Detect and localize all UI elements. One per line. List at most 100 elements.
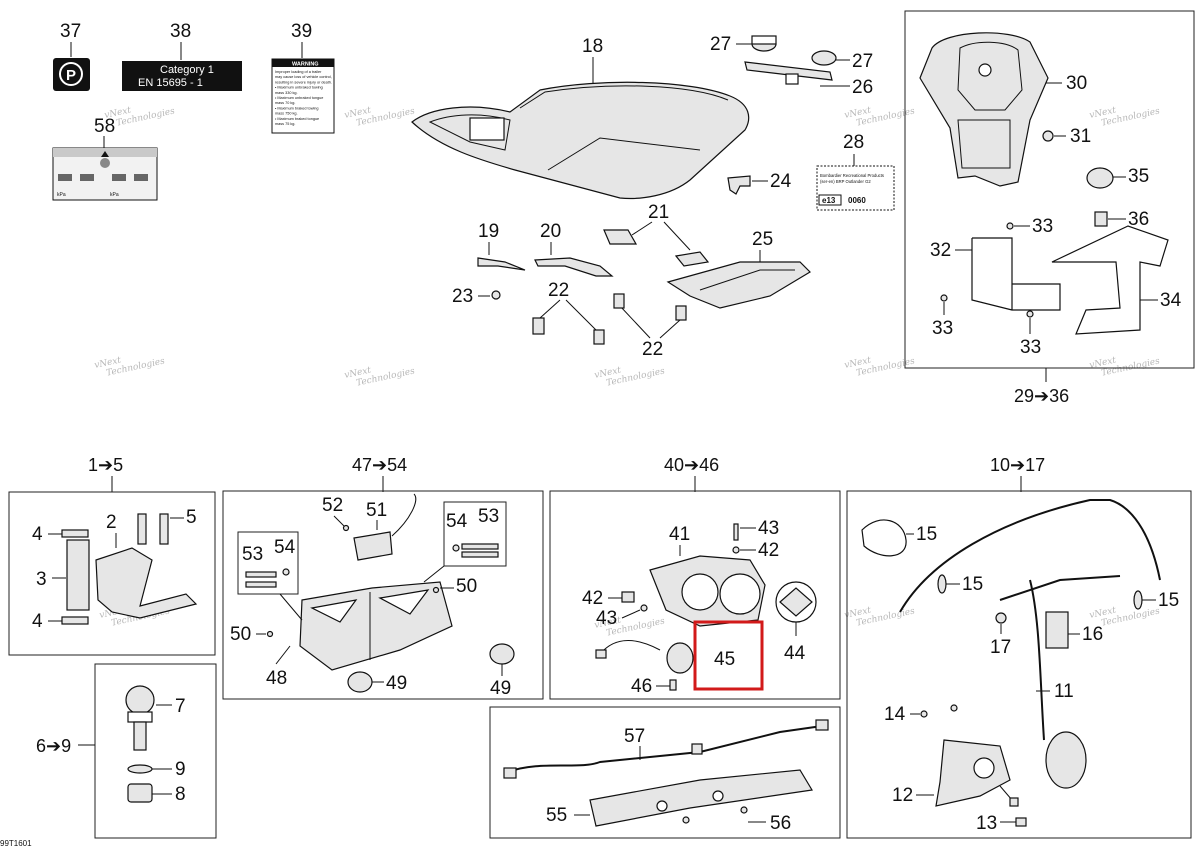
svg-text:44: 44: [784, 643, 806, 664]
part-9-washer: 9: [127, 759, 186, 780]
part-5-bolts: 5: [137, 507, 197, 545]
drawing-id: 99T1601: [0, 839, 32, 848]
part-38-category-decal: 38 Category 1 EN 15695 - 1: [122, 21, 242, 91]
group-1-5-box: 1➔5: [8, 455, 216, 656]
part-41-headlamp-housing: 41: [649, 524, 766, 627]
part-12-bracket: 12: [892, 739, 1011, 807]
svg-text:5: 5: [186, 507, 197, 528]
svg-text:19: 19: [478, 221, 499, 242]
warning-line: mass 330 kg.: [275, 91, 298, 95]
part-36-spacer: 36: [1094, 209, 1149, 230]
svg-text:10➔17: 10➔17: [990, 455, 1045, 475]
part-39-warning-decal: 39 WARNING Improper loading of a trailer…: [271, 21, 335, 134]
part-22-spacers: 22 22: [532, 280, 687, 360]
part-2-hitch-bracket: 2: [95, 512, 198, 619]
svg-text:47➔54: 47➔54: [352, 455, 407, 475]
part-37-parking-decal: 37 P: [53, 21, 90, 91]
svg-text:kPa: kPa: [110, 192, 119, 198]
group-55-57-box: [489, 706, 841, 839]
group-47-54-box: 47➔54: [222, 455, 544, 700]
svg-text:42: 42: [582, 588, 603, 609]
svg-text:46: 46: [631, 676, 652, 697]
svg-text:50: 50: [230, 624, 251, 645]
part-52-screw: 52: [322, 495, 350, 532]
svg-text:11: 11: [1054, 681, 1074, 702]
svg-text:2: 2: [106, 512, 117, 533]
part-25-heat-shield: 25: [666, 229, 811, 309]
part-34-support: 34: [1051, 225, 1182, 335]
svg-text:43: 43: [758, 518, 779, 539]
part-7-hitch-ball: 7: [125, 685, 186, 751]
part-42-fasteners: 42 42: [582, 540, 779, 609]
svg-text:0060: 0060: [848, 196, 866, 205]
svg-text:56: 56: [770, 813, 791, 834]
part-15-clips: 15 15 15: [861, 519, 1179, 611]
svg-text:45: 45: [714, 649, 735, 670]
highlight-box: [693, 620, 764, 691]
part-56-screw: 56: [682, 806, 791, 834]
svg-text:50: 50: [456, 576, 477, 597]
part-28-brp-decal: 28 Bombardier Recreational Products (ser…: [816, 132, 895, 211]
svg-text:24: 24: [770, 171, 792, 192]
svg-text:kPa: kPa: [57, 192, 66, 198]
part-17-nut: 17: [990, 612, 1011, 658]
svg-text:30: 30: [1066, 73, 1087, 94]
part-46-screw: 46: [631, 676, 677, 697]
svg-text:15: 15: [916, 524, 937, 545]
svg-text:53: 53: [478, 506, 499, 527]
part-58-tire-pressure-decal: 58 kPa kPa: [52, 116, 158, 201]
part-48-license-bracket: 48: [266, 581, 453, 689]
svg-text:4: 4: [32, 524, 43, 545]
part-24-clip: 24: [727, 171, 792, 195]
svg-text:e13: e13: [822, 196, 836, 205]
svg-text:55: 55: [546, 805, 567, 826]
group-10-17-box: 10➔17: [846, 455, 1192, 839]
svg-text:54: 54: [446, 511, 468, 532]
svg-text:Category 1: Category 1: [160, 64, 214, 76]
part-8-nut: 8: [127, 783, 186, 805]
part-4-bolts: 4 4: [32, 524, 89, 632]
svg-text:33: 33: [1032, 216, 1053, 237]
group-6-9-box: 6➔9: [36, 663, 217, 839]
warning-line: mass 75 kg.: [275, 122, 295, 126]
part-35-knob: 35: [1086, 166, 1149, 189]
svg-text:(ser-en) BRP Outlander G2: (ser-en) BRP Outlander G2: [820, 179, 871, 184]
svg-text:41: 41: [669, 524, 690, 545]
svg-text:3: 3: [36, 569, 47, 590]
svg-text:12: 12: [892, 785, 913, 806]
part-43-screws: 43 43: [596, 518, 779, 629]
part-13-bolts: 13: [976, 785, 1027, 834]
part-49-reflectors: 49 49: [347, 643, 515, 699]
part-11-harness: 11: [899, 499, 1161, 789]
part-3-tube: 3: [36, 539, 90, 611]
svg-text:15: 15: [1158, 590, 1179, 611]
svg-text:13: 13: [976, 813, 997, 834]
part-57-harness: 57: [503, 719, 829, 779]
part-33-fasteners: 33 33 33: [932, 216, 1053, 358]
svg-text:34: 34: [1160, 290, 1182, 311]
svg-text:27: 27: [852, 51, 873, 72]
svg-text:21: 21: [648, 202, 669, 223]
part-16-module: 16: [1045, 611, 1103, 649]
svg-text:49: 49: [386, 673, 407, 694]
warning-line: mass 750 kg.: [275, 112, 298, 116]
svg-text:36: 36: [1128, 209, 1149, 230]
group-29-36-box: 29➔36: [904, 10, 1195, 406]
svg-text:20: 20: [540, 221, 561, 242]
part-27-fasteners: 27 27: [710, 34, 873, 72]
svg-text:18: 18: [582, 36, 603, 57]
svg-text:29➔36: 29➔36: [1014, 386, 1069, 406]
warning-line: resulting in severe injury or death.: [275, 80, 332, 84]
group-40-46-box: 40➔46: [549, 455, 841, 700]
svg-text:32: 32: [930, 240, 951, 261]
svg-text:51: 51: [366, 500, 387, 521]
svg-text:1➔5: 1➔5: [88, 455, 123, 475]
svg-text:P: P: [66, 67, 76, 84]
warning-line: mass 70 kg.: [275, 101, 295, 105]
part-14-nuts: 14: [884, 704, 958, 725]
warning-line: • Maximum unbraked towing: [275, 86, 323, 90]
part-19-bracket: 19: [477, 221, 526, 271]
part-31-screw: 31: [1042, 126, 1091, 147]
warning-line: • Maximum braked tongue: [275, 117, 319, 121]
